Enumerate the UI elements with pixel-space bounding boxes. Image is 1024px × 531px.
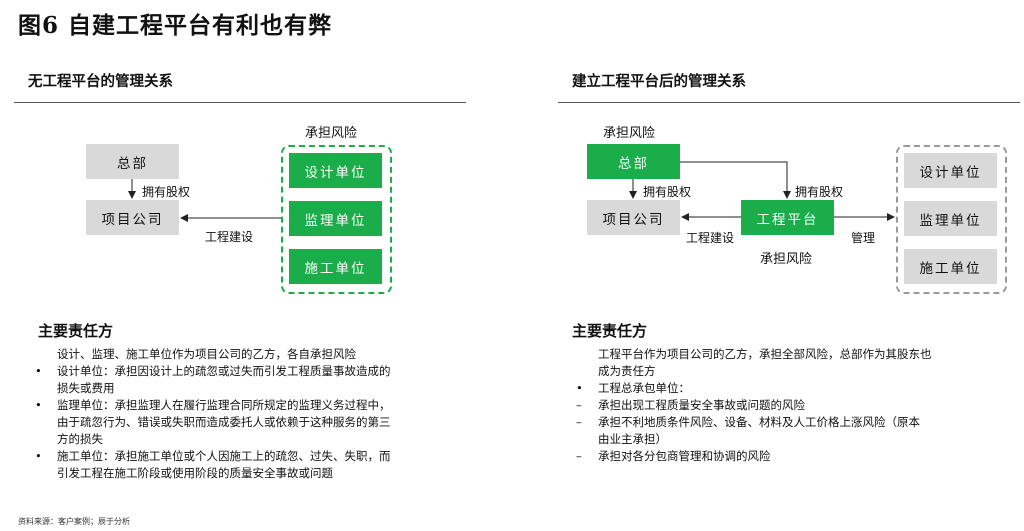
left-own-equity-label: 拥有股权 [142, 185, 191, 199]
right-unit-supervision: 监理单位 [904, 201, 997, 236]
right-build-label: 工程建设 [686, 231, 735, 245]
list-item: •设计单位：承担因设计上的疏忽或过失而引发工程质量事故造成的 [35, 364, 391, 378]
right-hq-box: 总部 [587, 144, 680, 179]
list-item: 引发工程在施工阶段或使用阶段的质量安全事故或问题 [57, 466, 333, 480]
right-risk-label-top: 承担风险 [603, 126, 656, 141]
right-platform-box: 工程平台 [741, 200, 834, 235]
list-item: 设计、监理、施工单位作为项目公司的乙方，各自承担风险 [57, 347, 356, 361]
left-subtitle: 无工程平台的管理关系 [28, 73, 173, 90]
list-item: 由业主承担） [598, 432, 667, 446]
list-item: –承担对各分包商管理和协调的风险 [576, 449, 771, 463]
right-resp-heading: 主要责任方 [572, 322, 648, 340]
right-resp-list: 工程平台作为项目公司的乙方，承担全部风险，总部作为其股东也 成为责任方 •工程总… [576, 346, 932, 465]
left-build-label: 工程建设 [205, 230, 254, 244]
list-item: 成为责任方 [598, 364, 656, 378]
right-project-company-box: 项目公司 [587, 200, 680, 235]
left-units-group [281, 145, 392, 294]
left-hq-box: 总部 [86, 144, 179, 179]
list-item: 损失或费用 [57, 381, 115, 395]
left-unit-design: 设计单位 [289, 153, 382, 188]
right-own-equity-label-1: 拥有股权 [643, 185, 692, 199]
right-own-equity-label-2: 拥有股权 [795, 185, 844, 199]
left-project-company-box: 项目公司 [86, 200, 179, 235]
left-risk-label: 承担风险 [305, 126, 358, 141]
right-unit-construction: 施工单位 [904, 249, 997, 284]
right-unit-design: 设计单位 [904, 153, 997, 188]
list-item: –承担出现工程质量安全事故或问题的风险 [576, 398, 805, 412]
list-item: –承担不利地质条件风险、设备、材料及人工价格上涨风险（原本 [576, 415, 920, 429]
right-divider [558, 102, 1020, 103]
list-item: 方的损失 [57, 432, 103, 446]
list-item: 由于疏忽行为、错误或失职而造成委托人或依赖于这种服务的第三 [57, 415, 391, 429]
list-item: •工程总承包单位： [576, 381, 690, 395]
left-unit-construction: 施工单位 [289, 249, 382, 284]
left-resp-heading: 主要责任方 [38, 322, 114, 340]
left-divider [14, 102, 466, 103]
left-resp-list: 设计、监理、施工单位作为项目公司的乙方，各自承担风险 •设计单位：承担因设计上的… [35, 346, 391, 482]
right-own-arrow-2 [680, 161, 791, 199]
list-item: 工程平台作为项目公司的乙方，承担全部风险，总部作为其股东也 [598, 347, 932, 361]
right-subtitle: 建立工程平台后的管理关系 [572, 73, 746, 90]
source-footer: 资料来源：客户案例；辰于分析 [18, 517, 130, 526]
right-units-group [896, 145, 1007, 294]
list-item: •施工单位：承担施工单位或个人因施工上的疏忽、过失、失职，而 [35, 449, 391, 463]
page-title: 图6 自建工程平台有利也有弊 [18, 12, 333, 39]
left-unit-supervision: 监理单位 [289, 201, 382, 236]
list-item: •监理单位：承担监理人在履行监理合同所规定的监理义务过程中， [35, 398, 391, 412]
right-manage-label: 管理 [851, 231, 876, 245]
right-risk-label-bottom: 承担风险 [760, 252, 813, 267]
